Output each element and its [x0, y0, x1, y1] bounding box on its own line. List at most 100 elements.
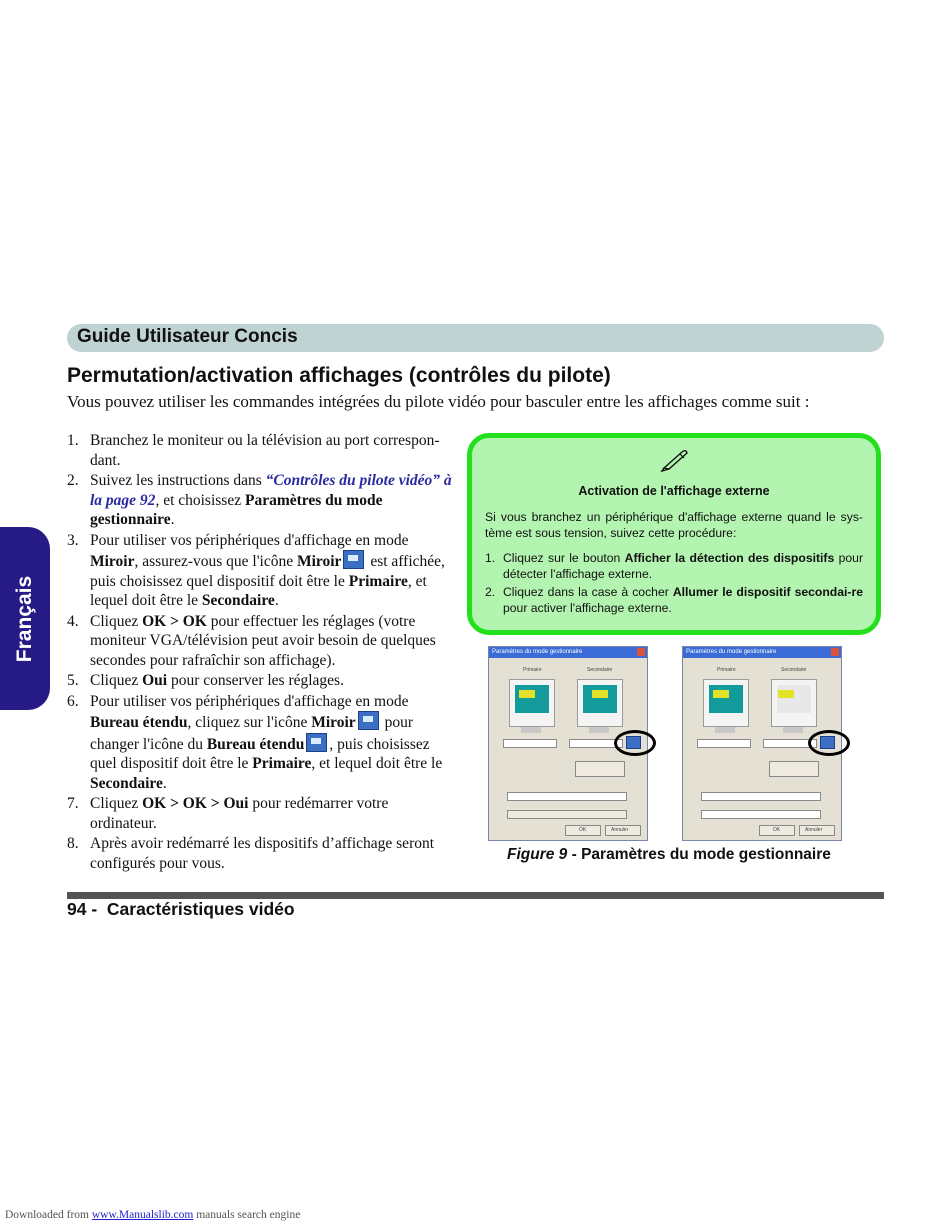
step-text: Cliquez	[90, 672, 143, 689]
step-8: 8. Après avoir redémarré les dispositifs…	[67, 834, 455, 873]
note-step-text: Cliquez dans la case à cocher	[503, 585, 673, 599]
note-step-text: pour activer l'affichage externe.	[503, 601, 672, 615]
secondary-monitor-image	[771, 679, 817, 727]
dialog-title: Paramètres du mode gestionnaire	[492, 649, 583, 655]
ok-label: OK	[773, 827, 781, 833]
chapter-title: Caractéristiques vidéo	[106, 899, 295, 919]
display-mode-dropdown[interactable]	[507, 792, 627, 801]
secondary-monitor-image	[577, 679, 623, 727]
note-title: Activation de l'affichage externe	[578, 484, 770, 498]
footer: 94 - Caractéristiques vidéo	[67, 899, 295, 920]
step-text: Cliquez	[90, 612, 143, 630]
step-1: 1. Branchez le moniteur ou la télévision…	[67, 431, 455, 470]
secondary-mode-dropdown[interactable]	[507, 810, 627, 819]
step-emphasis: Secondaire	[90, 774, 163, 792]
secondary-mode-dropdown[interactable]	[701, 810, 821, 819]
step-5: 5. Cliquez Oui pour conserver les réglag…	[67, 671, 455, 691]
section-heading: Permutation/activation affichages (contr…	[67, 364, 611, 387]
ok-button[interactable]: OK	[565, 825, 601, 836]
ok-label: OK	[579, 827, 587, 833]
step-text: est affichée, puis choisissez quel dispo…	[90, 553, 445, 590]
step-text: .	[170, 511, 175, 528]
header-title: Guide Utilisateur Concis	[77, 326, 298, 347]
note-step-emphasis: Afficher la détection des dispositifs	[624, 551, 835, 565]
note-step-text: pour détecter l'affichage externe.	[503, 551, 863, 581]
figure-caption: Figure 9 - Paramètres du mode gestionnai…	[507, 846, 831, 864]
note-step-text: Cliquez sur le bouton	[503, 551, 625, 565]
cancel-button[interactable]: Annuler	[605, 825, 641, 836]
step-emphasis: Oui	[142, 672, 168, 689]
step-text: pour changer l'icône du	[90, 714, 413, 753]
download-notice: Downloaded from www.Manualslib.com manua…	[5, 1209, 300, 1221]
manualslib-link[interactable]: www.Manualslib.com	[91, 1209, 194, 1221]
manager-mode-dialog-screenshot: Paramètres du mode gestionnaire Primaire…	[488, 646, 648, 841]
primary-monitor-image	[509, 679, 555, 727]
step-emphasis: Miroir	[296, 553, 342, 570]
step-text: , et lequel doit être le	[311, 755, 443, 772]
highlight-circle	[614, 730, 656, 756]
primary-device-dropdown[interactable]	[697, 739, 751, 748]
note-step-emphasis: Allumer le dispositif secondai-re	[672, 585, 863, 599]
step-emphasis: Primaire	[252, 755, 312, 772]
display-mode-dropdown[interactable]	[701, 792, 821, 801]
cancel-label: Annuler	[611, 827, 629, 833]
note-box: Activation de l'affichage externe Si vou…	[467, 433, 881, 635]
step-number: 3.	[67, 531, 79, 549]
intro-text: Vous pouvez utiliser les commandes intég…	[67, 392, 810, 411]
step-text: pour redémarrer votre ordinateur.	[90, 795, 389, 832]
step-text: , et lequel doit être le	[90, 572, 427, 610]
step-number: 1.	[67, 432, 79, 449]
step-number: 8.	[67, 835, 79, 852]
detect-devices-button[interactable]	[769, 761, 819, 777]
step-text: .	[162, 774, 167, 792]
note-step-1: 1. Cliquez sur le bouton Afficher la dét…	[485, 550, 863, 582]
step-number: 6.	[67, 692, 79, 710]
language-side-tab: Français	[0, 527, 50, 710]
note-step-number: 1.	[485, 551, 496, 565]
step-text: Branchez le moniteur ou la télévision au…	[90, 432, 440, 469]
cancel-button[interactable]: Annuler	[799, 825, 835, 836]
step-text: pour conserver les réglages.	[167, 672, 344, 689]
step-number: 2.	[67, 472, 79, 489]
step-2: 2. Suivez les instructions dans “Contrôl…	[67, 471, 455, 530]
pen-icon	[660, 450, 688, 472]
note-step-2: 2. Cliquez dans la case à cocher Allumer…	[485, 584, 863, 616]
dialog-title: Paramètres du mode gestionnaire	[686, 649, 777, 655]
step-text: Suivez les instructions dans	[90, 472, 266, 489]
step-text: , puis choisissez quel dispositif doit ê…	[90, 735, 430, 773]
side-tab-label: Français	[13, 575, 36, 662]
step-text: pour effectuer les réglages (votre monit…	[90, 612, 436, 669]
dialog-titlebar: Paramètres du mode gestionnaire	[489, 647, 647, 658]
secondary-label: Secondaire	[587, 667, 613, 673]
cross-reference-link[interactable]: “Contrôles du pilote vidéo” à la page 92	[90, 472, 452, 509]
page-number: 94 -	[67, 899, 98, 919]
step-7: 7. Cliquez OK > OK > Oui pour redémarrer…	[67, 794, 455, 833]
extended-desktop-icon	[306, 732, 328, 752]
primary-monitor-image	[703, 679, 749, 727]
mirror-mode-icon	[343, 550, 365, 569]
figure-separator: -	[567, 846, 582, 863]
step-text: Cliquez	[90, 795, 143, 812]
step-text: Pour utiliser vos périphériques d'affich…	[90, 692, 409, 710]
step-emphasis: Miroir	[311, 714, 356, 731]
figure-caption-text: Paramètres du mode gestionnaire	[581, 846, 831, 863]
step-text: Pour utiliser vos périphériques d'affich…	[90, 531, 409, 549]
steps-list: 1. Branchez le moniteur ou la télévision…	[67, 431, 455, 874]
step-text: , assurez-vous que l'icône	[134, 553, 297, 570]
step-3: 3. Pour utiliser vos périphériques d'aff…	[67, 531, 455, 611]
step-emphasis: OK > OK	[142, 612, 207, 630]
step-emphasis: Primaire	[348, 572, 408, 590]
step-emphasis: Miroir	[90, 553, 135, 570]
ok-button[interactable]: OK	[759, 825, 795, 836]
step-text: .	[274, 592, 279, 609]
primary-label: Primaire	[717, 667, 736, 673]
step-emphasis: Secondaire	[201, 592, 275, 609]
figure-label: Figure 9	[507, 846, 568, 863]
step-text: Après avoir redémarré les dispositifs d’…	[90, 835, 435, 872]
detect-devices-button[interactable]	[575, 761, 625, 777]
step-number: 4.	[67, 612, 79, 630]
close-icon	[831, 648, 839, 656]
primary-device-dropdown[interactable]	[503, 739, 557, 748]
download-prefix: Downloaded from	[5, 1209, 92, 1221]
step-emphasis: OK > OK > Oui	[142, 795, 249, 812]
